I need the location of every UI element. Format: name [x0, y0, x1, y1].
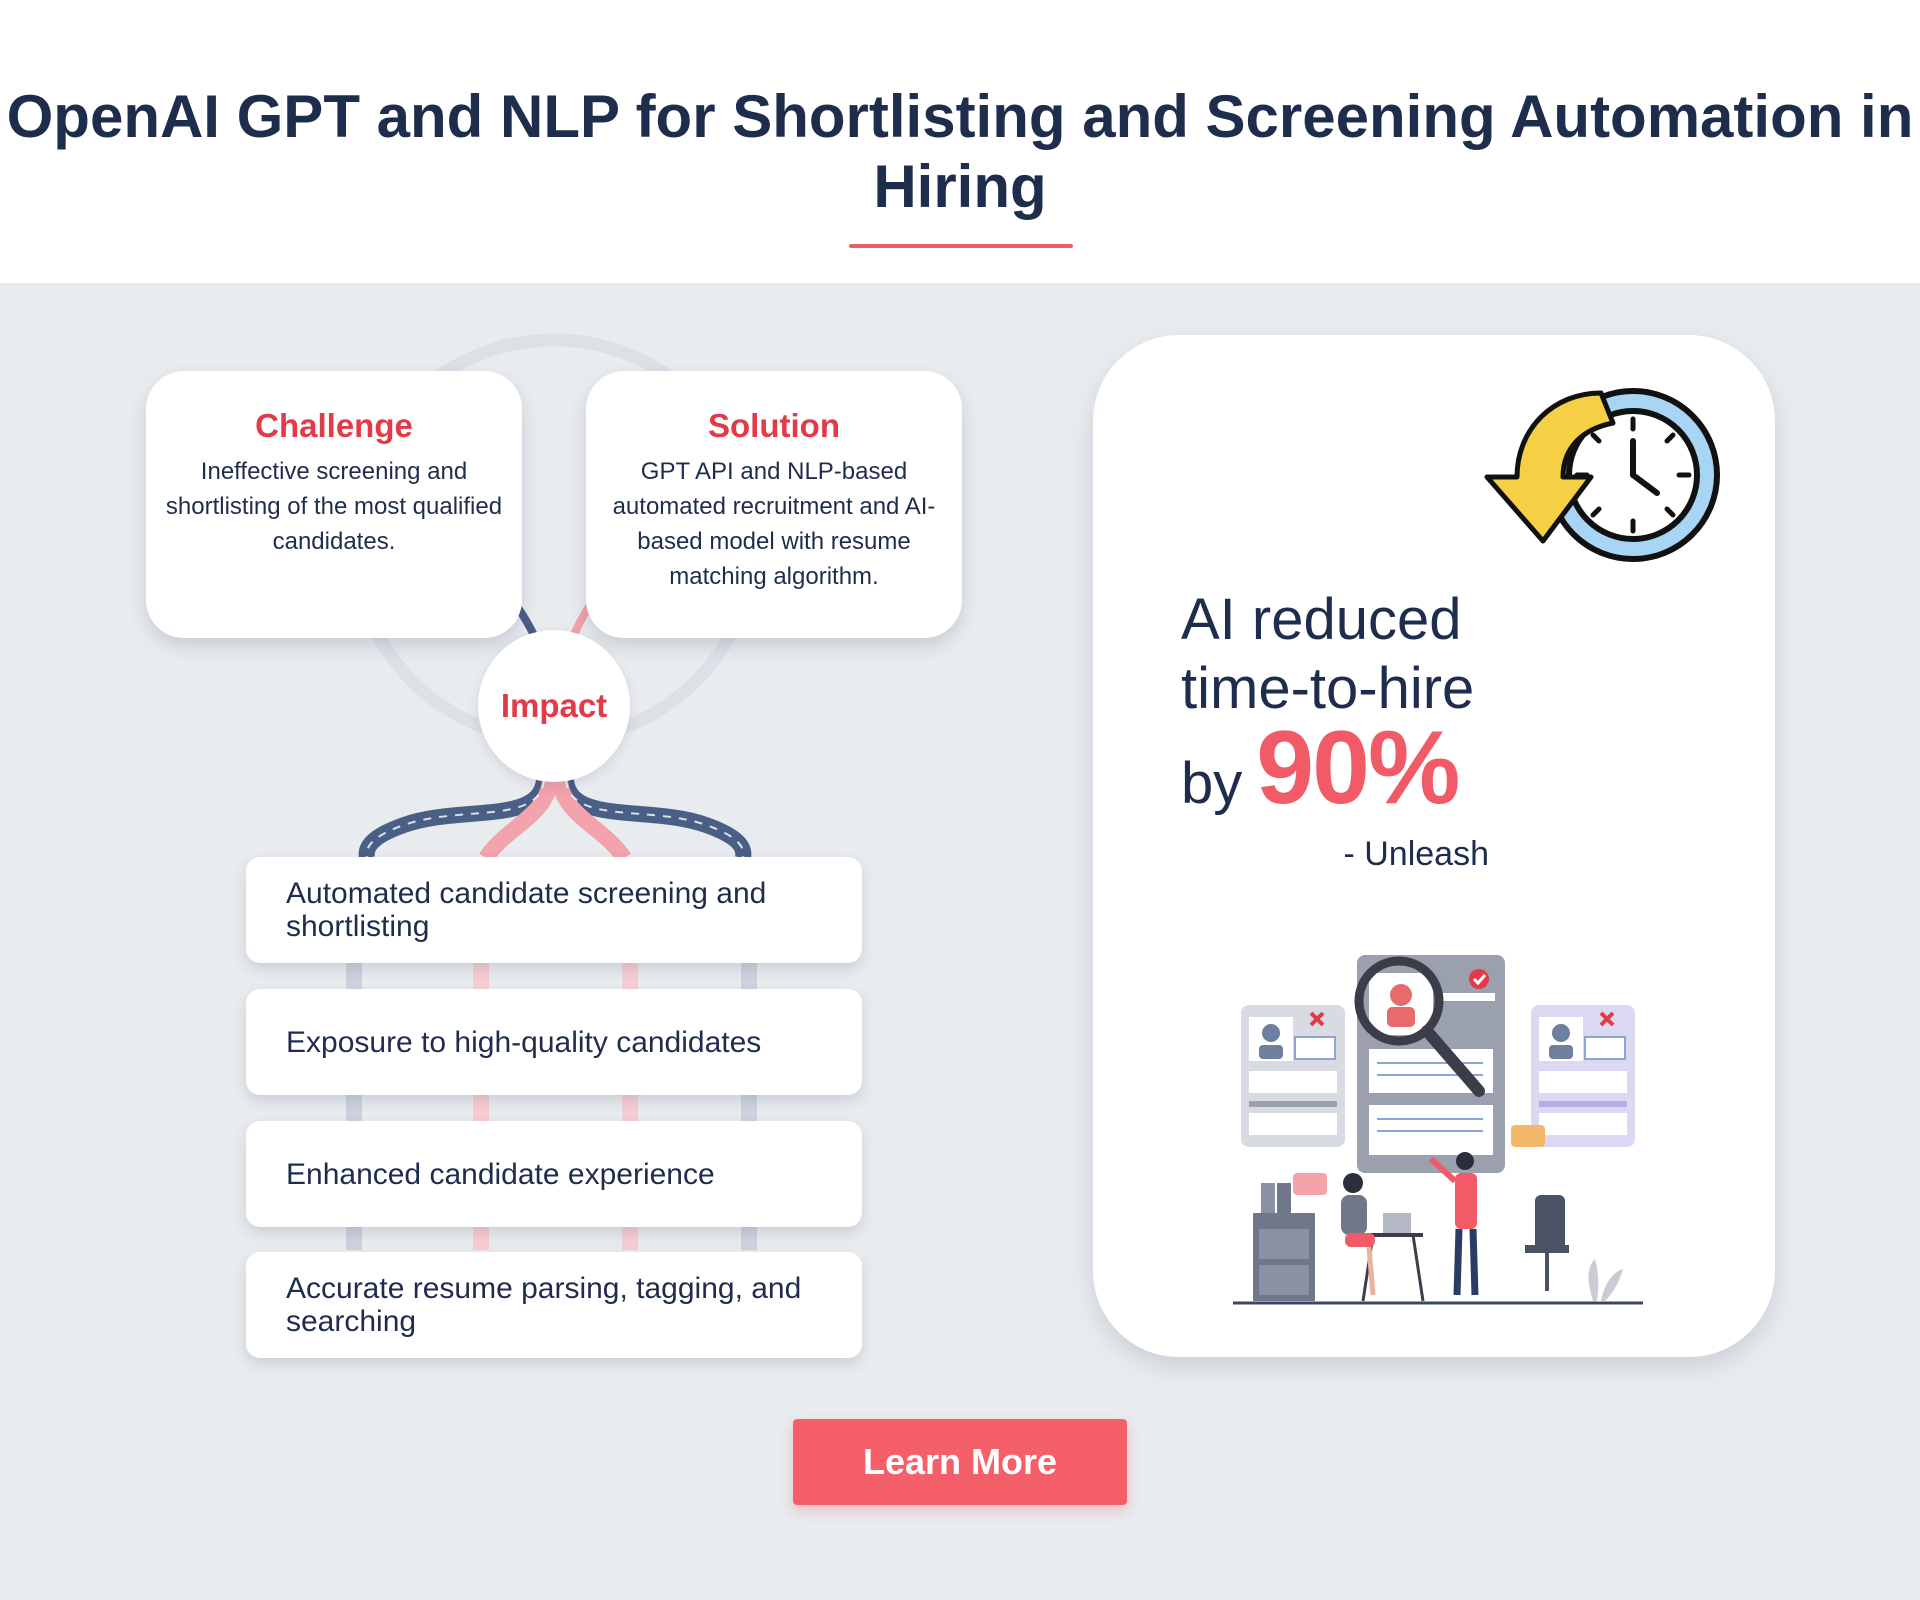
road-inner-left	[479, 778, 558, 863]
challenge-card: Challenge Ineffective screening and shor…	[146, 371, 522, 638]
impact-item: Exposure to high-quality candidates	[246, 989, 862, 1095]
solution-text: GPT API and NLP-based automated recruitm…	[612, 458, 936, 590]
impact-item-text: Enhanced candidate experience	[286, 1157, 715, 1191]
impact-item: Enhanced candidate experience	[246, 1121, 862, 1227]
impact-item-text: Automated candidate screening and shortl…	[286, 877, 767, 943]
solution-card: Solution GPT API and NLP-based automated…	[586, 371, 962, 638]
solution-heading: Solution	[708, 407, 840, 444]
header-banner: OpenAI GPT and NLP for Shortlisting and …	[0, 0, 1920, 283]
clock-rewind-icon	[1484, 388, 1720, 562]
stat-by: by	[1181, 751, 1243, 816]
challenge-heading: Challenge	[255, 407, 413, 444]
stat-number: 90%	[1256, 710, 1460, 826]
impact-item-text: Exposure to high-quality candidates	[286, 1025, 762, 1059]
stat-line-2: time-to-hire	[1181, 656, 1475, 721]
impact-label: Impact	[500, 687, 608, 724]
impact-circle: Impact	[478, 630, 630, 782]
impact-item: Automated candidate screening and shortl…	[246, 857, 862, 963]
road-inner-right	[552, 778, 631, 863]
stat-line-1: AI reduced	[1181, 587, 1462, 652]
learn-more-button[interactable]: Learn More	[793, 1419, 1127, 1505]
stat-source: - Unleash	[1343, 835, 1489, 873]
challenge-text: Ineffective screening and shortlisting o…	[165, 458, 503, 555]
page-title: OpenAI GPT and NLP for Shortlisting and …	[6, 83, 1914, 220]
title-underline	[849, 244, 1073, 248]
candidate-screening-illustration	[1233, 955, 1643, 1305]
impact-item: Accurate resume parsing, tagging, and se…	[246, 1252, 862, 1358]
impact-item-text: Accurate resume parsing, tagging, and se…	[286, 1272, 802, 1338]
